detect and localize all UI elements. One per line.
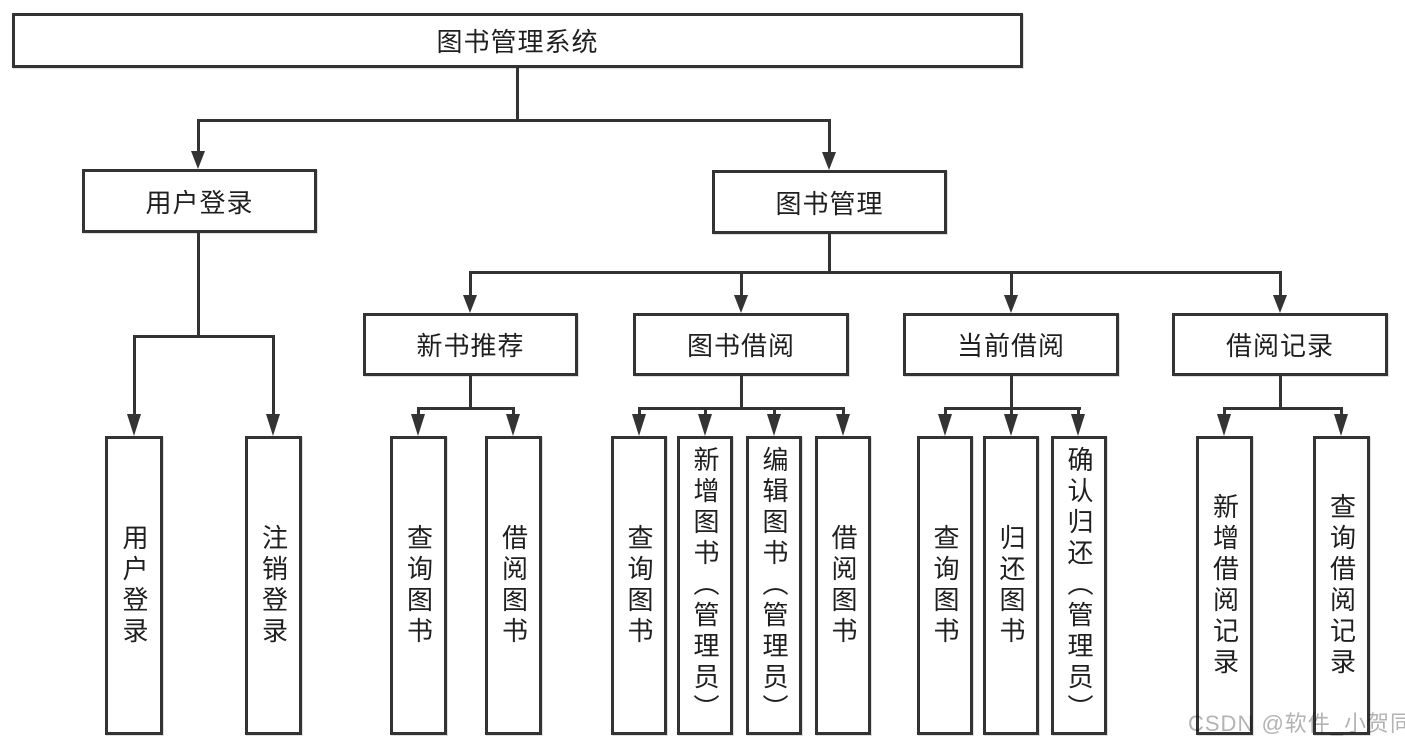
- connector-stem: [740, 376, 743, 409]
- node-label: 查询图书: [930, 523, 960, 648]
- arrow-down-icon: [127, 414, 141, 436]
- connector-shaft: [704, 407, 707, 416]
- connector-shaft: [1010, 271, 1013, 297]
- connector-shaft: [842, 407, 845, 416]
- node-leaf-add-borrow-record: 新增借阅记录: [1196, 436, 1253, 735]
- arrow-down-icon: [463, 295, 477, 313]
- node-leaf-edit-book-admin: 编辑图书（管理员）: [746, 436, 802, 735]
- connector-shaft: [133, 335, 136, 416]
- node-borrowing-records: 借阅记录: [1172, 313, 1388, 376]
- node-label: 用户登录: [145, 187, 254, 218]
- connector-shaft: [1223, 407, 1226, 416]
- connector-shaft: [469, 271, 472, 297]
- connector-shaft: [1279, 271, 1282, 297]
- arrow-down-icon: [836, 414, 850, 436]
- connector-branch: [133, 335, 275, 338]
- node-leaf-add-book-admin: 新增图书（管理员）: [677, 436, 733, 735]
- arrow-down-icon: [1071, 414, 1085, 436]
- node-label: 用户登录: [119, 523, 149, 648]
- node-book-management: 图书管理: [712, 170, 947, 234]
- arrow-down-icon: [411, 414, 425, 436]
- arrow-down-icon: [191, 151, 205, 169]
- arrow-down-icon: [1217, 414, 1231, 436]
- node-label: 查询图书: [624, 523, 654, 648]
- connector-stem: [1279, 376, 1282, 409]
- arrow-down-icon: [266, 414, 280, 436]
- node-label: 图书借阅: [686, 331, 795, 361]
- connector-branch: [638, 407, 845, 410]
- node-label: 借阅记录: [1225, 331, 1334, 361]
- node-label: 查询图书: [403, 523, 434, 648]
- node-root-library-system: 图书管理系统: [12, 13, 1023, 68]
- connector-shaft: [272, 335, 275, 416]
- connector-stem: [1010, 376, 1013, 409]
- connector-root-stem: [516, 68, 519, 120]
- arrow-down-icon: [938, 414, 952, 436]
- node-new-book-recommend: 新书推荐: [363, 313, 578, 376]
- connector-shaft: [944, 407, 947, 416]
- node-label: 借阅图书: [828, 523, 858, 648]
- connector-branch: [417, 407, 515, 410]
- connector-stem: [469, 376, 472, 409]
- node-label: 注销登录: [258, 523, 289, 648]
- arrow-down-icon: [1273, 295, 1287, 313]
- csdn-watermark: CSDN @软件_小贺同学: [1188, 711, 1405, 736]
- arrow-down-icon: [632, 414, 646, 436]
- node-label: 新书推荐: [416, 331, 525, 361]
- arrow-down-icon: [1004, 414, 1018, 436]
- connector-branch: [1223, 407, 1343, 410]
- node-leaf-borrow-books-1: 借阅图书: [485, 436, 542, 735]
- node-label: 图书管理: [775, 188, 884, 219]
- node-label: 查询借阅记录: [1326, 492, 1357, 679]
- node-leaf-logout: 注销登录: [245, 436, 302, 735]
- arrow-down-icon: [734, 295, 748, 313]
- node-user-login: 用户登录: [82, 169, 317, 233]
- connector-shaft: [1010, 407, 1013, 416]
- node-label: 借阅图书: [498, 523, 529, 648]
- connector-stem: [828, 234, 831, 273]
- node-book-borrowing: 图书借阅: [633, 313, 849, 376]
- node-leaf-return-book: 归还图书: [983, 436, 1039, 735]
- connector-branch: [469, 271, 1282, 274]
- arrow-down-icon: [1004, 295, 1018, 313]
- node-leaf-query-books-3: 查询图书: [917, 436, 973, 735]
- node-label: 编辑图书（管理员）: [759, 446, 789, 725]
- node-leaf-query-books-1: 查询图书: [390, 436, 447, 735]
- node-label: 确认归还（管理员）: [1064, 446, 1094, 725]
- connector-shaft: [197, 119, 200, 152]
- arrow-down-icon: [767, 414, 781, 436]
- connector-shaft: [417, 407, 420, 416]
- node-label: 新增图书（管理员）: [690, 446, 720, 725]
- arrow-down-icon: [1334, 414, 1348, 436]
- node-label: 新增借阅记录: [1209, 492, 1240, 679]
- node-leaf-user-login: 用户登录: [105, 436, 163, 735]
- connector-shaft: [512, 407, 515, 416]
- node-leaf-confirm-return-admin: 确认归还（管理员）: [1051, 436, 1107, 735]
- connector-stem: [197, 233, 200, 337]
- node-leaf-query-borrow-record: 查询借阅记录: [1313, 436, 1370, 735]
- connector-shaft: [1340, 407, 1343, 416]
- node-label: 图书管理系统: [436, 27, 599, 57]
- connector-root-branch: [197, 119, 831, 122]
- node-current-borrowing: 当前借阅: [903, 313, 1119, 376]
- node-leaf-borrow-books-2: 借阅图书: [815, 436, 871, 735]
- arrow-down-icon: [698, 414, 712, 436]
- connector-shaft: [773, 407, 776, 416]
- connector-shaft: [828, 119, 831, 153]
- node-label: 当前借阅: [956, 331, 1065, 361]
- connector-shaft: [638, 407, 641, 416]
- connector-shaft: [1077, 407, 1080, 416]
- connector-shaft: [740, 271, 743, 297]
- arrow-down-icon: [822, 152, 836, 170]
- arrow-down-icon: [506, 414, 520, 436]
- node-label: 归还图书: [996, 523, 1026, 648]
- node-leaf-query-books-2: 查询图书: [611, 436, 667, 735]
